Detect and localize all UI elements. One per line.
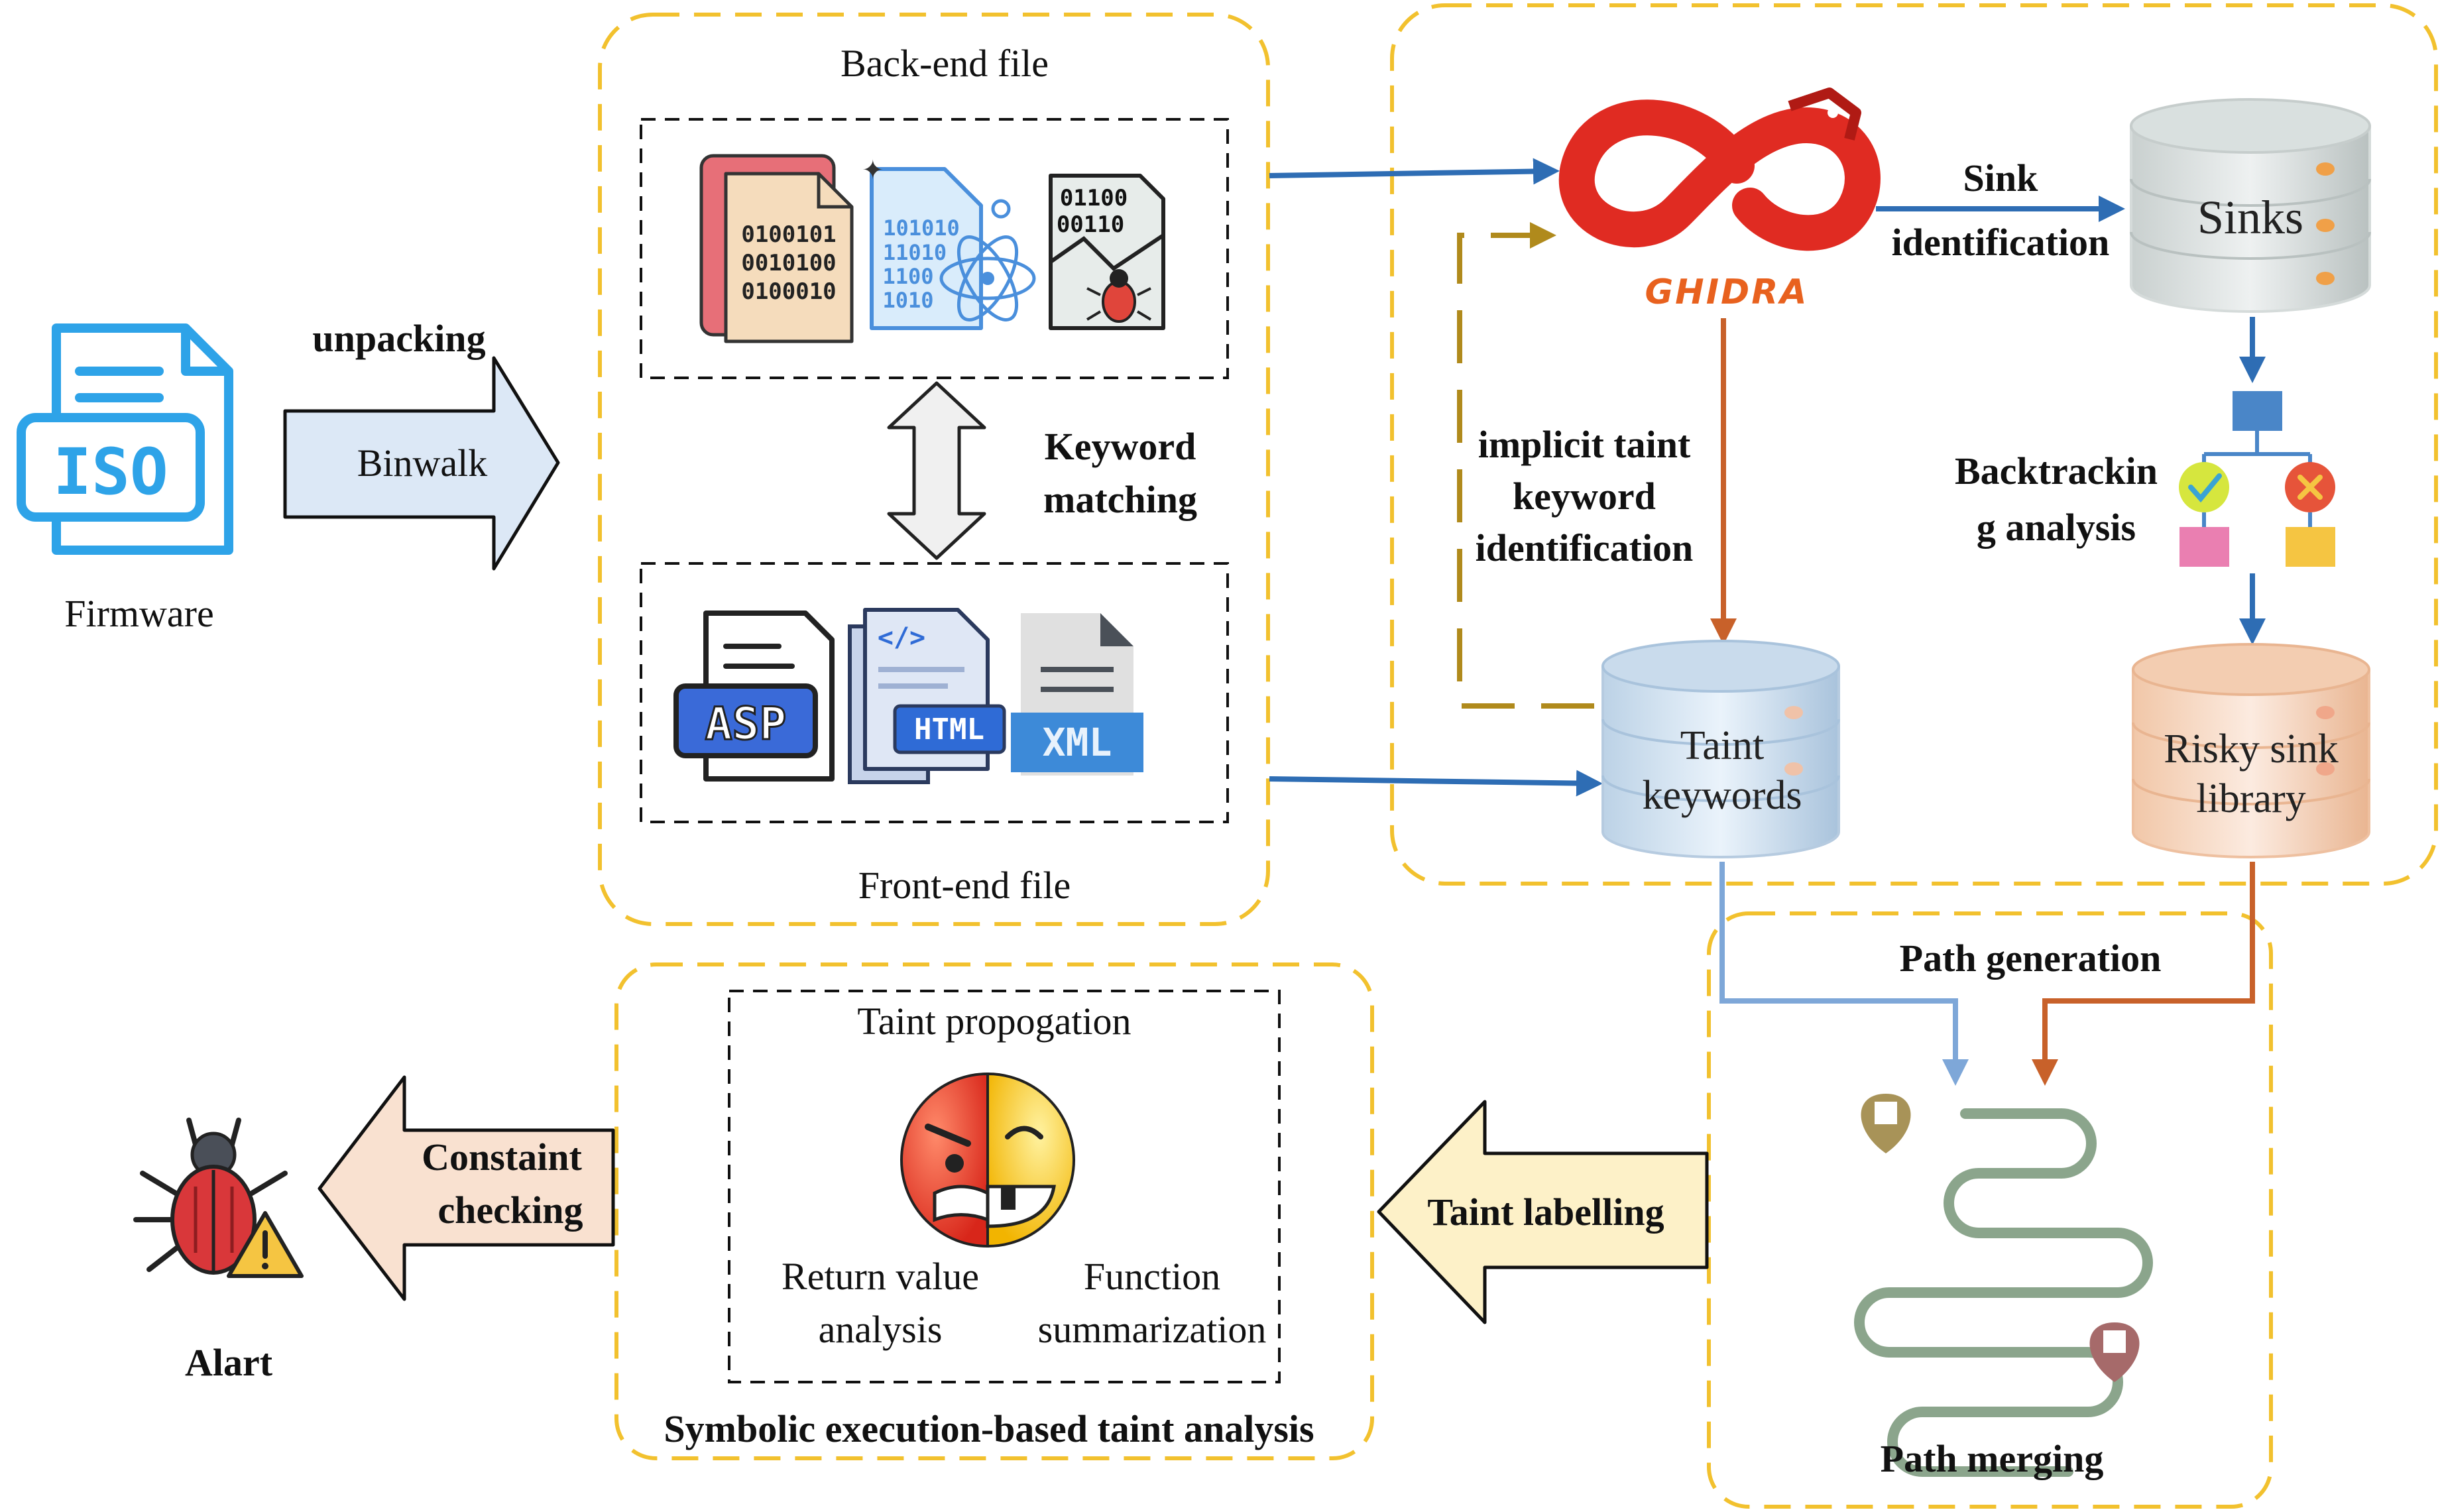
unpacking-label: unpacking xyxy=(312,317,485,360)
svg-text:HTML: HTML xyxy=(914,713,984,746)
backend-frontend-container xyxy=(598,13,1270,926)
risky-to-path-arrow xyxy=(2032,862,2255,1086)
svg-text:0100010: 0100010 xyxy=(741,278,836,305)
bug-alert-icon xyxy=(133,1118,304,1278)
keyword-matching-double-arrow xyxy=(887,381,986,560)
implicit-label-1: implicit taint xyxy=(1478,423,1691,466)
svg-text:0100101: 0100101 xyxy=(741,221,836,248)
frontend-files-box xyxy=(640,562,1229,823)
path-merging-icon xyxy=(1854,1094,2153,1477)
iso-file-icon: ISO xyxy=(17,323,233,555)
binwalk-label: Binwalk xyxy=(357,441,488,485)
taint-propagation-label: Taint propogation xyxy=(857,1000,1131,1043)
svg-text:1010: 1010 xyxy=(882,288,933,313)
risky-sink-database-icon xyxy=(2132,643,2370,858)
symbolic-container xyxy=(614,962,1374,1460)
alert-label: Alart xyxy=(185,1341,273,1384)
return-value-label-2: analysis xyxy=(819,1308,943,1351)
atom-binary-file-icon: 101010 11010 1100 1010 ✦ xyxy=(862,155,1036,330)
taint-label-1: Taint xyxy=(1680,723,1765,768)
taint-keywords-database-icon xyxy=(1601,640,1840,858)
frontend-to-taint-arrow xyxy=(1269,770,1603,797)
svg-text:</>: </> xyxy=(878,622,925,653)
keyword-matching-label-2: matching xyxy=(1043,478,1197,521)
constraint-label-1: Constaint xyxy=(422,1135,582,1179)
asp-file-icon: ASP xyxy=(673,611,835,782)
risky-label-2: library xyxy=(2196,776,2305,821)
taint-label-2: keywords xyxy=(1642,773,1802,818)
binary-file-icon: 0100101 0010100 0100010 xyxy=(699,154,854,343)
risky-label-1: Risky sink xyxy=(2164,727,2339,772)
svg-text:0010100: 0010100 xyxy=(741,250,836,276)
taint-propagation-box xyxy=(728,990,1281,1383)
sinks-database-icon xyxy=(2130,98,2371,313)
implicit-label-3: identification xyxy=(1476,526,1694,569)
svg-text:XML: XML xyxy=(1043,720,1112,765)
html-file-icon: </> HTML xyxy=(848,608,1006,784)
taint-labelling-label: Taint labelling xyxy=(1427,1191,1664,1234)
xml-file-icon: XML xyxy=(1011,613,1143,776)
constraint-checking-arrow xyxy=(318,1075,615,1301)
taint-to-path-arrow xyxy=(1719,862,1969,1086)
function-summary-label-2: summarization xyxy=(1038,1308,1267,1351)
two-face-emoji-icon xyxy=(900,1072,1075,1248)
svg-text:✦: ✦ xyxy=(862,155,884,186)
constraint-label-2: checking xyxy=(437,1189,583,1232)
iso-text: ISO xyxy=(53,435,168,509)
svg-text:1100: 1100 xyxy=(882,264,933,289)
malware-file-icon: 01100 00110 xyxy=(1049,174,1165,330)
taint-feedback-loop xyxy=(1457,222,1594,709)
return-value-label-1: Return value xyxy=(782,1255,979,1298)
backend-title: Back-end file xyxy=(841,42,1049,85)
ghidra-text: GHIDRA xyxy=(1645,272,1809,312)
svg-text:00110: 00110 xyxy=(1057,211,1124,238)
svg-text:11010: 11010 xyxy=(883,240,947,265)
backtracking-label-1: Backtrackin xyxy=(1955,449,2158,493)
path-container xyxy=(1707,911,2273,1509)
svg-text:101010: 101010 xyxy=(883,215,960,241)
sink-label-2: identification xyxy=(1892,221,2110,264)
symbolic-title: Symbolic execution-based taint analysis xyxy=(664,1407,1314,1450)
binwalk-arrow xyxy=(283,356,560,571)
svg-text:ASP: ASP xyxy=(705,698,787,750)
backtracking-tree-icon xyxy=(2179,391,2335,567)
path-merging-label: Path merging xyxy=(1881,1437,2104,1480)
analysis-container xyxy=(1390,3,2438,886)
sink-label-1: Sink xyxy=(1963,156,2039,200)
frontend-title: Front-end file xyxy=(858,864,1071,907)
svg-text:01100: 01100 xyxy=(1060,185,1128,211)
taint-labelling-arrow xyxy=(1377,1100,1709,1324)
sinks-label: Sinks xyxy=(2197,191,2303,244)
path-generation-label: Path generation xyxy=(1900,937,2162,980)
backend-to-ghidra-arrow xyxy=(1269,158,1560,185)
backtracking-label-2: g analysis xyxy=(1977,506,2136,549)
function-summary-label-1: Function xyxy=(1084,1255,1220,1298)
firmware-label: Firmware xyxy=(64,592,214,635)
keyword-matching-label-1: Keyword xyxy=(1045,425,1196,468)
ghidra-logo: GHIDRA xyxy=(1558,87,1881,312)
implicit-label-2: keyword xyxy=(1513,475,1656,518)
backend-files-box xyxy=(640,118,1229,379)
